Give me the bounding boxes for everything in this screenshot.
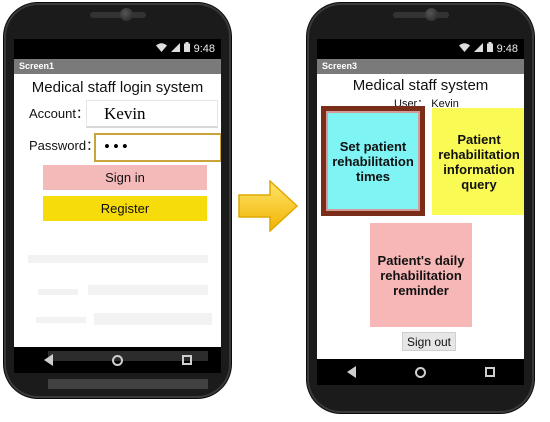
status-bar: 9:48 (14, 39, 221, 59)
account-input[interactable]: Kevin (86, 100, 218, 128)
ghost-artifact (28, 255, 212, 389)
password-label: Password： (29, 138, 100, 153)
arrow-right-icon (238, 180, 298, 232)
sign-out-button[interactable]: Sign out (402, 332, 456, 351)
account-label: Account： (29, 106, 89, 121)
speaker-grille (392, 12, 449, 18)
sign-in-button[interactable]: Sign in (43, 165, 207, 190)
set-rehab-times-button[interactable]: Set patient rehabilitation times (321, 106, 425, 216)
daily-rehab-reminder-button[interactable]: Patient's daily rehabilitation reminder (370, 223, 472, 327)
login-screen: Medical staff login system Account： Kevi… (14, 74, 221, 347)
camera-icon (425, 8, 438, 21)
status-clock: 9:48 (193, 42, 215, 55)
rehab-info-query-button[interactable]: Patient rehabilitation information query (432, 108, 524, 215)
staff-menu-screen: Medical staff system User： Kevin Set pat… (317, 74, 524, 359)
rehab-info-query-label: Patient rehabilitation information query (438, 131, 520, 192)
phone-screen1: 9:48 Screen1 Medical staff login system … (4, 3, 231, 398)
home-icon[interactable] (111, 354, 123, 366)
phone-screen3: 9:48 Screen3 Medical staff system User： … (307, 3, 534, 413)
status-bar: 9:48 (317, 39, 524, 59)
status-clock: 9:48 (496, 42, 518, 55)
page-title: Medical staff login system (31, 79, 204, 96)
password-input[interactable]: ••• (94, 133, 221, 162)
wifi-icon (458, 42, 470, 55)
back-icon[interactable] (346, 366, 356, 378)
screen-title-bar: Screen3 (317, 59, 524, 74)
recents-icon[interactable] (181, 355, 192, 365)
page-title: Medical staff system (352, 77, 489, 94)
recents-icon[interactable] (484, 367, 495, 377)
camera-icon (120, 8, 133, 21)
back-icon[interactable] (43, 354, 53, 366)
signal-icon (473, 42, 483, 55)
daily-rehab-reminder-label: Patient's daily rehabilitation reminder (377, 252, 465, 298)
wifi-icon (155, 42, 167, 55)
home-icon[interactable] (414, 366, 426, 378)
nav-bar (317, 359, 524, 385)
speaker-grille (89, 12, 146, 18)
nav-bar (14, 347, 221, 373)
set-rehab-times-label: Set patient rehabilitation times (332, 138, 414, 184)
signal-icon (170, 42, 180, 55)
register-button[interactable]: Register (43, 196, 207, 221)
user-name: Kevin (431, 98, 459, 110)
battery-icon (183, 42, 190, 55)
screen-title-bar: Screen1 (14, 59, 221, 74)
battery-icon (486, 42, 493, 55)
